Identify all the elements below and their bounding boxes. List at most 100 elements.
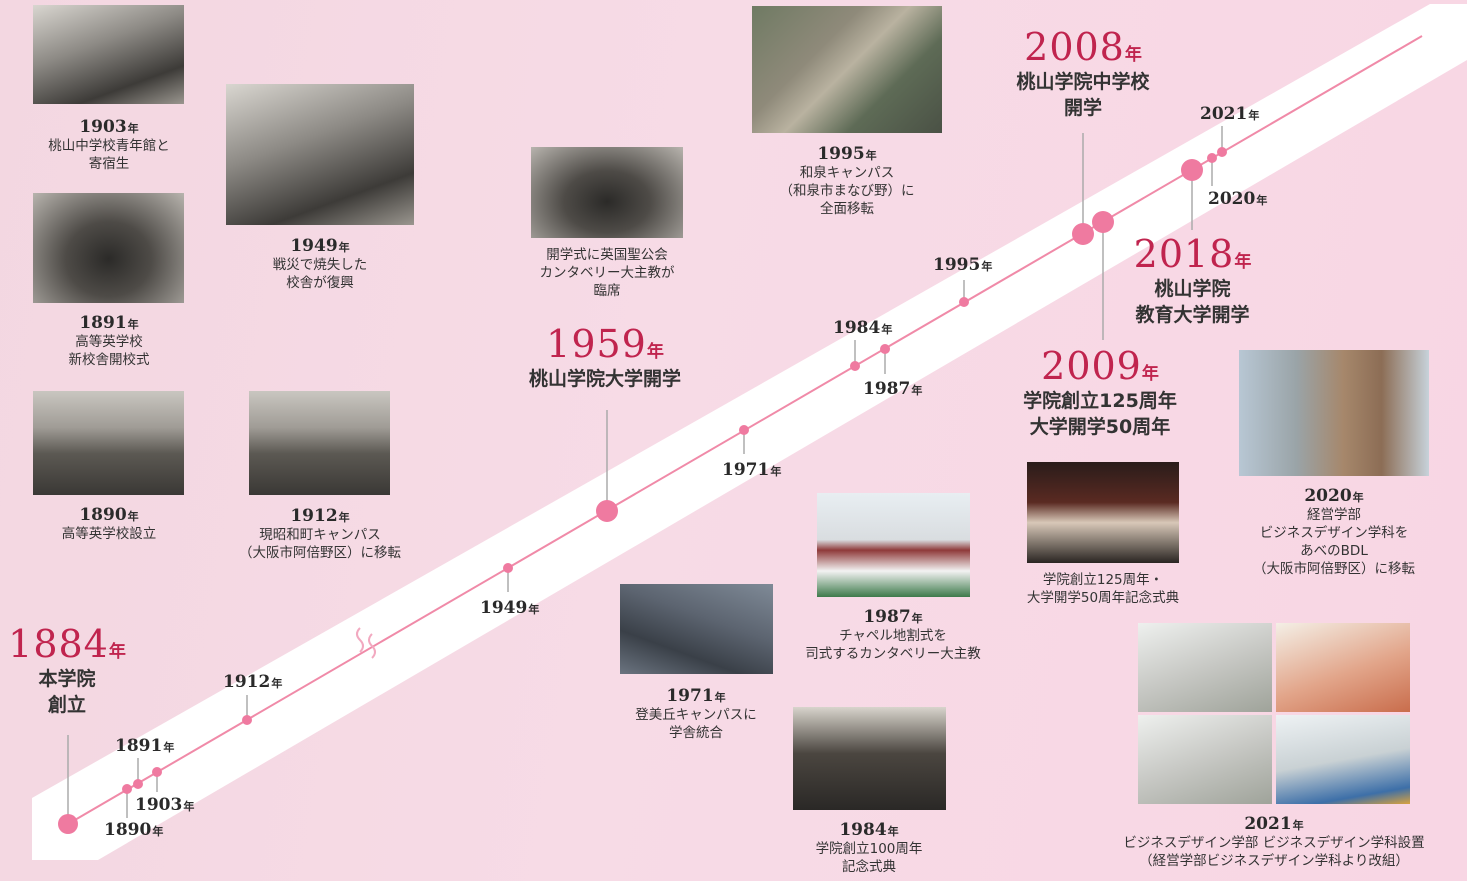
year-suffix: 年 — [887, 825, 899, 838]
break-mark — [356, 627, 376, 659]
highlight-2018: 2018年 桃山学院 教育大学開学 — [1110, 232, 1275, 328]
timeline-label-1891: 1891年 — [115, 736, 175, 756]
year-suffix: 年 — [338, 241, 350, 254]
timeline-label-1984: 1984年 — [833, 318, 893, 338]
highlight-caption: 桃山学院大学開学 — [528, 368, 681, 390]
timeline-label-1890: 1890年 — [104, 820, 164, 840]
dot-1890 — [122, 784, 132, 794]
photo-1903 — [33, 5, 184, 104]
highlight-year: 2018 — [1133, 232, 1235, 276]
photo-1995 — [752, 6, 942, 133]
photo-1959-ceremony — [531, 147, 683, 238]
photo-1891 — [33, 193, 184, 303]
year-suffix: 年 — [770, 465, 782, 478]
photo-1912 — [249, 391, 390, 495]
event-1995: 1995年 和泉キャンパス （和泉市まなび野）に 全面移転 — [779, 144, 915, 217]
highlight-year: 1884 — [8, 622, 109, 666]
dot-1891 — [133, 779, 143, 789]
photo-2009-ceremony — [1027, 462, 1179, 563]
year-suffix: 年 — [1352, 491, 1364, 504]
dot-1912 — [242, 715, 252, 725]
event-1959-ceremony: 開学式に英国聖公会 カンタベリー大主教が 臨席 — [539, 247, 675, 299]
year-suffix: 年 — [108, 642, 126, 662]
event-1903: 1903年 桃山中学校青年館と 寄宿生 — [48, 117, 170, 172]
year-suffix: 年 — [152, 825, 164, 838]
timeline-label-2020: 2020年 — [1208, 189, 1268, 209]
year-suffix: 年 — [1292, 819, 1304, 832]
highlight-caption: 本学院 — [38, 668, 96, 690]
dot-1971 — [739, 425, 749, 435]
highlight-year: 1959 — [546, 322, 647, 366]
year-suffix: 年 — [338, 511, 350, 524]
event-1971: 1971年 登美丘キャンパスに 学舎統合 — [635, 686, 757, 741]
year-suffix: 年 — [911, 384, 923, 397]
dot-1949 — [503, 563, 513, 573]
highlight-year: 2008 — [1024, 25, 1125, 69]
event-2020: 2020年 経営学部 ビジネスデザイン学科を あべのBDL （大阪市阿倍野区）に… — [1253, 486, 1415, 577]
photo-2021-a — [1138, 623, 1272, 712]
dot-1884 — [58, 814, 78, 834]
dot-2008 — [1072, 223, 1094, 245]
dot-1959 — [596, 500, 618, 522]
event-1912: 1912年 現昭和町キャンパス （大阪市阿倍野区）に移転 — [239, 506, 401, 561]
event-1891: 1891年 高等英学校 新校舎開校式 — [68, 313, 150, 368]
year-suffix: 年 — [646, 342, 664, 362]
event-2021: 2021年 ビジネスデザイン学部 ビジネスデザイン学科設置 （経営学部ビジネスデ… — [1123, 814, 1425, 869]
photo-1971 — [620, 584, 773, 674]
highlight-caption: 創立 — [47, 694, 86, 716]
dot-2021 — [1217, 147, 1227, 157]
photo-2021-c — [1138, 715, 1272, 804]
event-1984: 1984年 学院創立100周年 記念式典 — [815, 820, 923, 875]
timeline-label-2021: 2021年 — [1200, 104, 1260, 124]
photo-2020 — [1239, 350, 1429, 476]
photo-2021-b — [1276, 623, 1410, 712]
year-suffix: 年 — [881, 323, 893, 336]
highlight-caption: 教育大学開学 — [1135, 304, 1250, 326]
dot-1987 — [880, 344, 890, 354]
year-suffix: 年 — [163, 741, 175, 754]
photo-1890 — [33, 391, 184, 495]
photo-2021-d — [1276, 715, 1410, 804]
highlight-caption: 桃山学院中学校 — [1016, 71, 1150, 93]
year-suffix: 年 — [127, 318, 139, 331]
event-1890: 1890年 高等英学校設立 — [61, 505, 157, 542]
year-suffix: 年 — [865, 149, 877, 162]
year-suffix: 年 — [127, 122, 139, 135]
year-suffix: 年 — [1124, 45, 1142, 65]
timeline-label-1971: 1971年 — [722, 460, 782, 480]
highlight-year: 2009 — [1041, 344, 1142, 388]
year-suffix: 年 — [714, 691, 726, 704]
year-suffix: 年 — [271, 677, 283, 690]
dot-1903 — [152, 767, 162, 777]
highlight-caption: 大学開学50周年 — [1029, 416, 1171, 438]
photo-1949 — [226, 84, 414, 225]
highlight-1884: 1884年 本学院 創立 — [2, 622, 132, 718]
photo-1987 — [817, 493, 970, 597]
highlight-caption: 学院創立125周年 — [1023, 390, 1177, 412]
dot-2009 — [1092, 211, 1114, 233]
year-suffix: 年 — [183, 800, 195, 813]
year-suffix: 年 — [1248, 109, 1260, 122]
timeline-label-1949: 1949年 — [480, 598, 540, 618]
event-1987: 1987年 チャペル地割式を 司式するカンタベリー大主教 — [805, 607, 981, 662]
photo-1984 — [793, 707, 946, 810]
dot-1995 — [959, 297, 969, 307]
year-suffix: 年 — [1256, 194, 1268, 207]
timeline-label-1903: 1903年 — [135, 795, 195, 815]
timeline-label-1912: 1912年 — [223, 672, 283, 692]
year-suffix: 年 — [911, 612, 923, 625]
highlight-1959: 1959年 桃山学院大学開学 — [490, 322, 720, 392]
highlight-caption: 桃山学院 — [1154, 278, 1231, 300]
highlight-2008: 2008年 桃山学院中学校 開学 — [993, 25, 1173, 121]
year-suffix: 年 — [528, 603, 540, 616]
dot-1984 — [850, 361, 860, 371]
year-suffix: 年 — [1234, 252, 1252, 272]
dot-2018 — [1181, 159, 1203, 181]
highlight-2009: 2009年 学院創立125周年 大学開学50周年 — [995, 344, 1205, 440]
year-suffix: 年 — [127, 510, 139, 523]
year-suffix: 年 — [981, 260, 993, 273]
highlight-caption: 開学 — [1063, 97, 1102, 119]
timeline-label-1987: 1987年 — [863, 379, 923, 399]
event-1949: 1949年 戦災で焼失した 校舎が復興 — [272, 236, 368, 291]
